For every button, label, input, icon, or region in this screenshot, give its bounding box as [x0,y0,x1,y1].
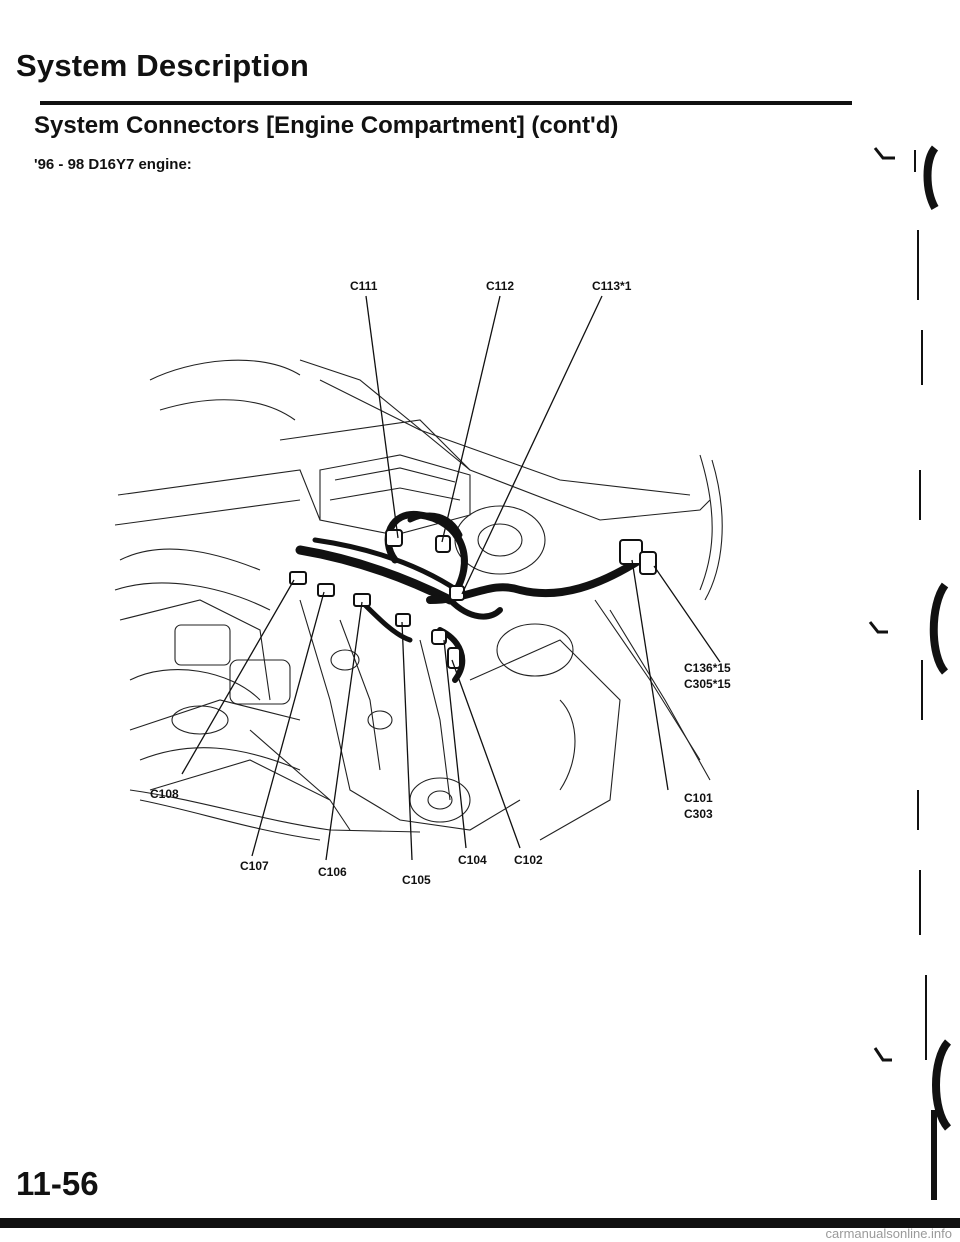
label-c111: C111 [350,279,378,293]
watermark: carmanualsonline.info [825,1226,952,1241]
connector-labels: C111 C112 C113*1 C136*15 C305*15 C101 C3… [150,279,731,887]
page-number: 11-56 [16,1165,99,1202]
label-c305: C305*15 [684,677,731,691]
label-c303: C303 [684,807,713,821]
binder-marks [868,145,952,1200]
engine-illustration [114,359,723,841]
label-c108: C108 [150,787,179,801]
label-c112: C112 [486,279,514,293]
title-rule [40,101,852,105]
page-subtitle: System Connectors [Engine Compartment] (… [34,112,619,139]
label-c102: C102 [514,853,543,867]
label-c136: C136*15 [684,661,731,675]
label-c113: C113*1 [592,279,632,293]
label-c107: C107 [240,859,269,873]
label-c101: C101 [684,791,713,805]
label-c104: C104 [458,853,487,867]
label-c106: C106 [318,865,347,879]
wiring-harness [295,511,644,683]
leader-lines [181,295,721,861]
connector-bodies [289,529,657,669]
label-c105: C105 [402,873,431,887]
footer-bar [0,1218,960,1228]
engine-note: '96 - 98 D16Y7 engine: [34,156,192,173]
section-title: System Description [16,48,310,83]
